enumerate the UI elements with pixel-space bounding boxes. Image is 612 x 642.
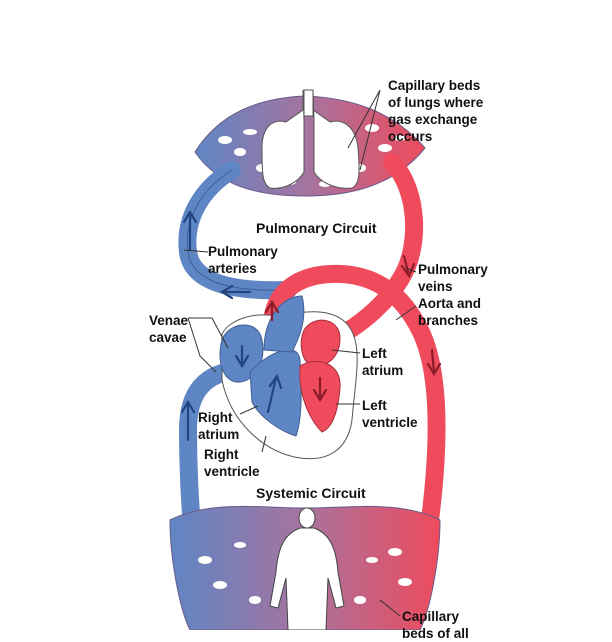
red-arrows	[264, 254, 442, 403]
label-capillary-body: Capillary beds of all	[402, 609, 469, 641]
aorta-vessel	[262, 264, 446, 529]
leader-lines	[183, 89, 417, 617]
pulmonary-artery-vessel-outline	[186, 169, 289, 291]
label-venae-cavae: Venae cavae	[149, 313, 189, 345]
label-right-ventricle: Right ventricle	[204, 447, 260, 479]
pulmonary-vein-vessel	[321, 153, 424, 349]
label-left-atrium: Left atrium	[362, 346, 404, 378]
label-capillary-lungs: Capillary beds of lungs where gas exchan…	[388, 78, 484, 144]
flow-arrows	[180, 210, 442, 442]
label-right-atrium: Right atrium	[198, 410, 240, 442]
label-left-ventricle: Left ventricle	[362, 398, 418, 430]
blue-arrows	[180, 210, 283, 442]
label-pulmonary-circuit: Pulmonary Circuit	[256, 220, 377, 236]
lungs-icon	[261, 89, 360, 189]
label-systemic-circuit: Systemic Circuit	[256, 485, 366, 501]
pulmonary-trunk-shape	[263, 295, 305, 353]
label-aorta: Aorta and branches	[418, 296, 482, 328]
label-pulmonary-veins: Pulmonary veins	[418, 262, 488, 294]
human-figure-icon	[269, 507, 345, 630]
left-atrium-shape	[300, 319, 341, 367]
label-pulmonary-arteries: Pulmonary arteries	[208, 244, 278, 276]
